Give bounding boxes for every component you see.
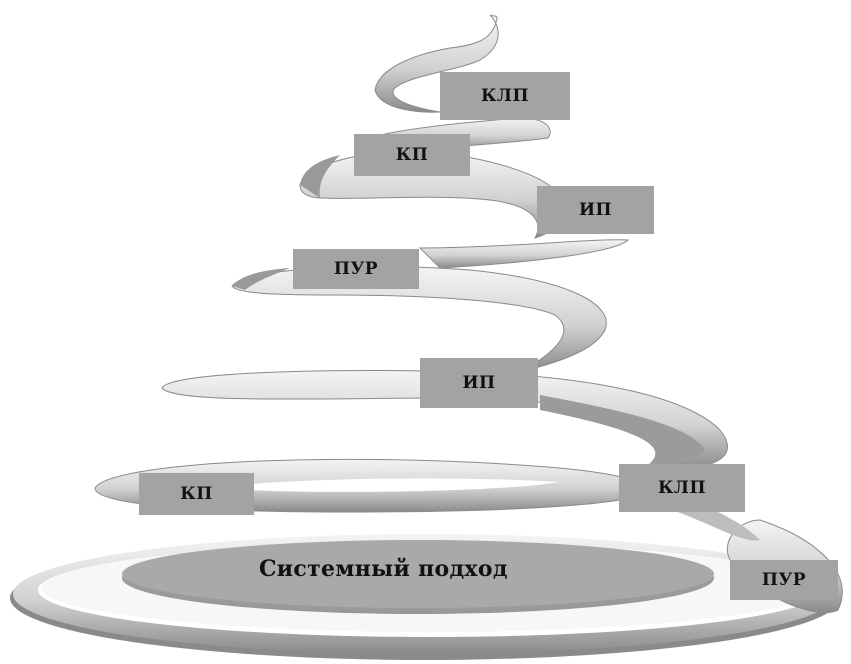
label-kp-upper: КП xyxy=(354,134,470,176)
label-pur-upper: ПУР xyxy=(293,249,419,289)
base-label-system-approach: Системный подход xyxy=(259,556,508,582)
spiral-turn-3 xyxy=(231,239,630,373)
label-ip-upper: ИП xyxy=(537,186,654,234)
label-pur-lower: ПУР xyxy=(730,560,838,600)
label-ip-middle: ИП xyxy=(420,358,538,408)
base-ring xyxy=(10,534,840,660)
label-klp-top: КЛП xyxy=(440,72,570,120)
label-klp-lower: КЛП xyxy=(619,464,745,512)
label-kp-lower: КП xyxy=(139,473,254,515)
